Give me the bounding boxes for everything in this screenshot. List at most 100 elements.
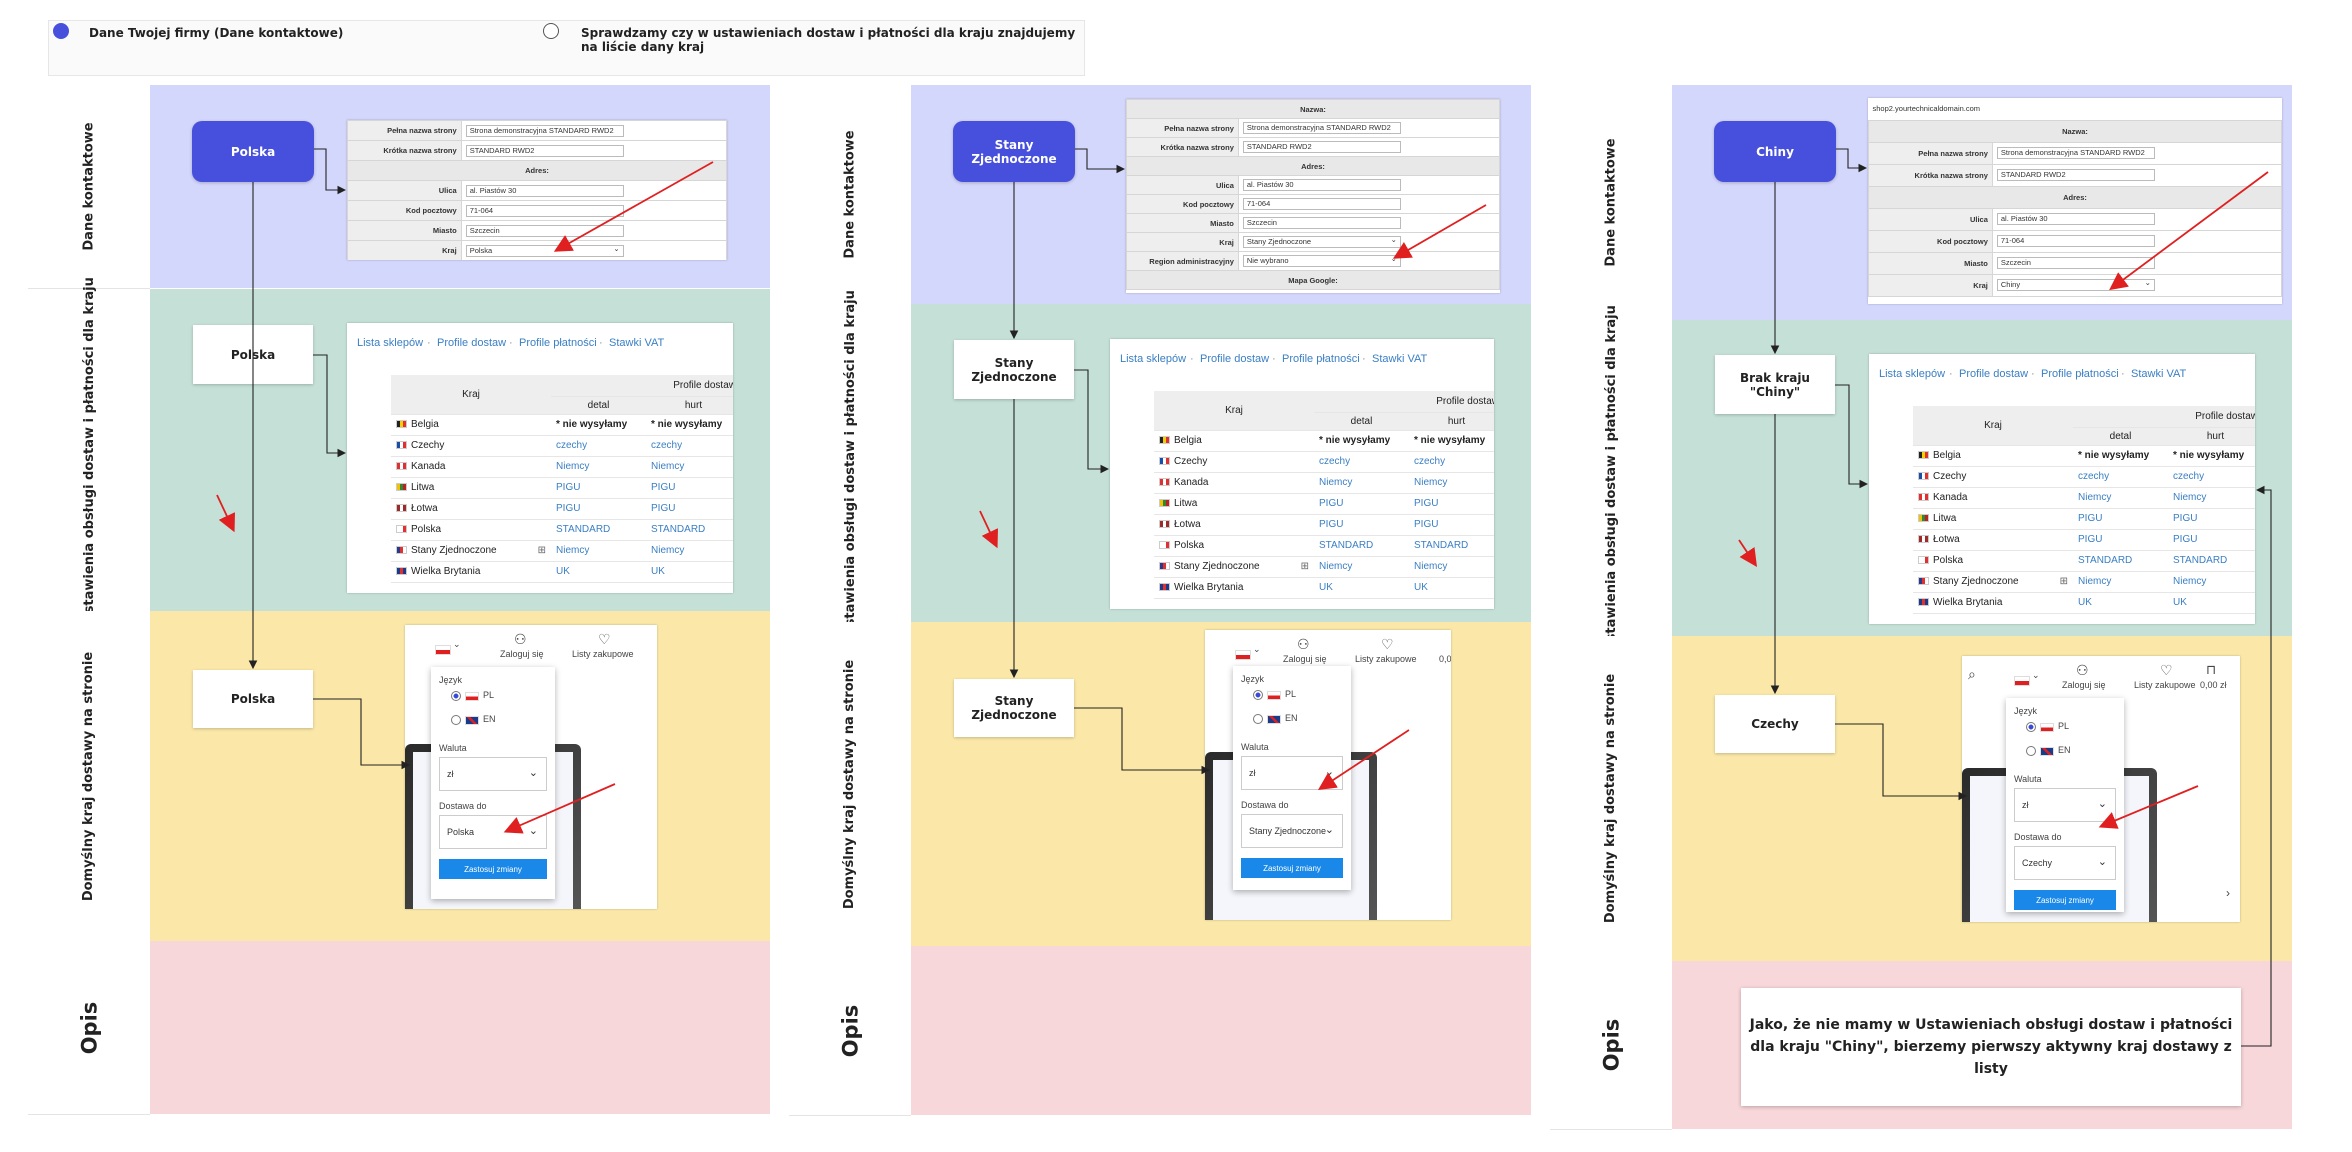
column-polska-contact-node[interactable]: Polska — [192, 121, 314, 182]
login-link[interactable]: Zaloguj się — [1283, 654, 1327, 664]
shipping-retail[interactable]: UK — [551, 561, 646, 583]
form-region-value-input[interactable]: Nie wybrano⌄ — [1242, 254, 1401, 267]
column-polska-settings-node[interactable]: Polska — [193, 325, 313, 384]
column-chiny-delivery-select[interactable]: Czechy⌄ — [2014, 846, 2116, 880]
shipping-wholesale[interactable]: Niemcy — [2168, 571, 2255, 593]
form-city-value-input[interactable]: Szczecin — [1996, 257, 2155, 269]
nav-link-2[interactable]: Profile płatności — [2041, 368, 2119, 380]
user-icon[interactable]: ⚇ — [514, 631, 527, 647]
apply-changes-button[interactable]: Zastosuj zmiany — [2014, 890, 2116, 910]
user-icon[interactable]: ⚇ — [1297, 636, 1310, 652]
form-short-name-value-input[interactable]: STANDARD RWD2 — [465, 144, 624, 157]
radio-lang-en[interactable] — [2026, 746, 2036, 756]
shipping-wholesale[interactable]: PIGU — [1409, 514, 1494, 536]
currency-select[interactable]: zł⌄ — [2014, 788, 2116, 822]
expand-icon[interactable]: ⊞ — [1300, 561, 1309, 572]
column-usa-contact-node[interactable]: Stany Zjednoczone — [953, 121, 1075, 182]
radio-lang-pl[interactable] — [1253, 690, 1263, 700]
nav-link-3[interactable]: Stawki VAT — [609, 337, 665, 349]
form-postal-value-input[interactable]: 71-064 — [1996, 235, 2155, 247]
form-city-value-input[interactable]: Szczecin — [1242, 217, 1401, 229]
form-full-name-value-input[interactable]: Strona demonstracyjna STANDARD RWD2 — [465, 124, 624, 137]
nav-link-1[interactable]: Profile dostaw — [1959, 368, 2029, 380]
shipping-wholesale[interactable]: STANDARD — [646, 519, 733, 541]
shipping-retail[interactable]: STANDARD — [1314, 535, 1409, 557]
shipping-retail[interactable]: Niemcy — [1314, 472, 1409, 494]
heart-icon[interactable]: ♡ — [1381, 636, 1394, 652]
flag-pl-icon[interactable] — [435, 645, 451, 655]
form-full-name-value-input[interactable]: Strona demonstracyjna STANDARD RWD2 — [1996, 147, 2155, 159]
apply-changes-button[interactable]: Zastosuj zmiany — [439, 859, 547, 879]
column-chiny-contact-node[interactable]: Chiny — [1714, 121, 1836, 182]
radio-lang-pl[interactable] — [2026, 722, 2036, 732]
form-street-value-input[interactable]: al. Piastów 30 — [465, 184, 624, 197]
shipping-wholesale[interactable]: STANDARD — [1409, 535, 1494, 557]
apply-changes-button[interactable]: Zastosuj zmiany — [1241, 858, 1343, 878]
heart-icon[interactable]: ♡ — [2160, 662, 2173, 678]
column-chiny-settings-node[interactable]: Brak kraju "Chiny" — [1715, 355, 1835, 414]
shipping-retail[interactable]: Niemcy — [551, 456, 646, 478]
form-postal-value-input[interactable]: 71-064 — [1242, 198, 1401, 210]
column-chiny-country-select[interactable]: Chiny⌄ — [1996, 278, 2155, 291]
radio-lang-en[interactable] — [451, 715, 461, 725]
shipping-wholesale[interactable]: UK — [2168, 592, 2255, 614]
form-postal-value-input[interactable]: 71-064 — [465, 204, 624, 217]
form-short-name-value-input[interactable]: STANDARD RWD2 — [1242, 141, 1401, 153]
nav-link-3[interactable]: Stawki VAT — [2131, 368, 2187, 380]
nav-link-2[interactable]: Profile płatności — [1282, 353, 1360, 365]
nav-link-0[interactable]: Lista sklepów — [357, 337, 424, 349]
column-chiny-default-node[interactable]: Czechy — [1715, 695, 1835, 753]
nav-link-1[interactable]: Profile dostaw — [1200, 353, 1270, 365]
shipping-wholesale[interactable]: UK — [646, 561, 733, 583]
flag-pl-icon[interactable] — [2014, 676, 2030, 686]
wishlist-link[interactable]: Listy zakupowe — [572, 649, 634, 659]
shipping-wholesale[interactable]: czechy — [2168, 466, 2255, 488]
flag-pl-icon[interactable] — [1235, 650, 1251, 660]
shipping-wholesale[interactable]: czechy — [1409, 451, 1494, 473]
currency-select[interactable]: zł⌄ — [439, 757, 547, 791]
nav-link-0[interactable]: Lista sklepów — [1120, 353, 1187, 365]
cart-icon[interactable]: ⊓ — [2206, 662, 2217, 677]
form-street-value-input[interactable]: al. Piastów 30 — [1242, 179, 1401, 191]
column-usa-default-node[interactable]: Stany Zjednoczone — [954, 679, 1074, 737]
shipping-retail[interactable]: czechy — [551, 435, 646, 457]
column-usa-settings-node[interactable]: Stany Zjednoczone — [954, 340, 1074, 399]
nav-link-1[interactable]: Profile dostaw — [437, 337, 507, 349]
shipping-retail[interactable]: Niemcy — [551, 540, 646, 562]
nav-link-3[interactable]: Stawki VAT — [1372, 353, 1428, 365]
nav-link-2[interactable]: Profile płatności — [519, 337, 597, 349]
search-icon[interactable]: ⌕ — [1968, 666, 1976, 682]
shipping-wholesale[interactable]: Niemcy — [646, 540, 733, 562]
shipping-wholesale[interactable]: Niemcy — [1409, 472, 1494, 494]
column-usa-delivery-select[interactable]: Stany Zjednoczone⌄ — [1241, 814, 1343, 848]
shipping-wholesale[interactable]: czechy — [646, 435, 733, 457]
expand-icon[interactable]: ⊞ — [537, 545, 546, 556]
shipping-retail[interactable]: PIGU — [1314, 514, 1409, 536]
shipping-wholesale[interactable]: PIGU — [2168, 508, 2255, 530]
shipping-retail[interactable]: PIGU — [551, 477, 646, 499]
shipping-wholesale[interactable]: PIGU — [646, 477, 733, 499]
column-usa-country-select[interactable]: Stany Zjednoczone⌄ — [1242, 235, 1401, 248]
shipping-wholesale[interactable]: Niemcy — [1409, 556, 1494, 578]
shipping-retail[interactable]: PIGU — [1314, 493, 1409, 515]
shipping-retail[interactable]: Niemcy — [1314, 556, 1409, 578]
shipping-wholesale[interactable]: PIGU — [2168, 529, 2255, 551]
shipping-retail[interactable]: Niemcy — [2073, 487, 2168, 509]
shipping-retail[interactable]: Niemcy — [2073, 571, 2168, 593]
wishlist-link[interactable]: Listy zakupowe — [1355, 654, 1417, 664]
shipping-retail[interactable]: UK — [1314, 577, 1409, 599]
shipping-wholesale[interactable]: PIGU — [1409, 493, 1494, 515]
shipping-retail[interactable]: STANDARD — [2073, 550, 2168, 572]
shipping-retail[interactable]: czechy — [2073, 466, 2168, 488]
shipping-retail[interactable]: STANDARD — [551, 519, 646, 541]
shipping-retail[interactable]: PIGU — [2073, 529, 2168, 551]
shipping-wholesale[interactable]: PIGU — [646, 498, 733, 520]
wishlist-link[interactable]: Listy zakupowe — [2134, 680, 2196, 690]
form-short-name-value-input[interactable]: STANDARD RWD2 — [1996, 169, 2155, 181]
login-link[interactable]: Zaloguj się — [2062, 680, 2106, 690]
column-polska-default-node[interactable]: Polska — [193, 670, 313, 728]
shipping-retail[interactable]: czechy — [1314, 451, 1409, 473]
form-full-name-value-input[interactable]: Strona demonstracyjna STANDARD RWD2 — [1242, 122, 1401, 134]
form-city-value-input[interactable]: Szczecin — [465, 224, 624, 237]
currency-select[interactable]: zł⌄ — [1241, 756, 1343, 790]
